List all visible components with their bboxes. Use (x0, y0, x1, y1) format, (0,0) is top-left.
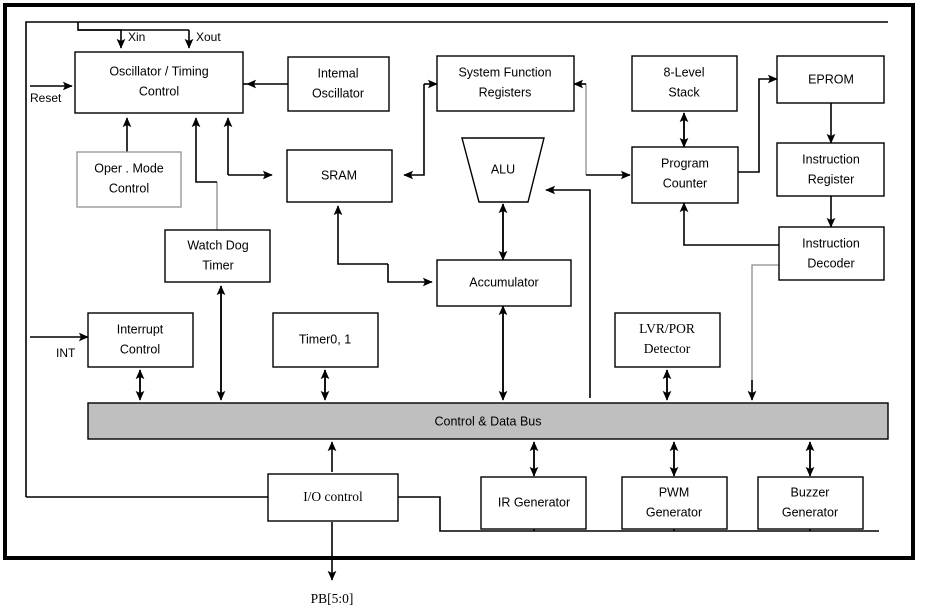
block-interrupt-control[interactable]: Interrupt Control (87, 312, 194, 368)
block-label: Registers (479, 85, 532, 99)
block-label: Control (109, 181, 149, 195)
block-label: Generator (782, 505, 838, 519)
block-lvr-por-detector[interactable]: LVR/POR Detector (614, 312, 721, 368)
block-oscillator-timing-control[interactable]: Oscillator / Timing Control (74, 51, 244, 114)
wire-id-to-bus-gray (751, 264, 779, 396)
wire-id-to-pc (679, 202, 779, 246)
block-eprom[interactable]: EPROM (776, 55, 885, 104)
block-oper-mode-control[interactable]: Oper . Mode Control (76, 151, 182, 208)
block-internal-oscillator[interactable]: Intemal Oscillator (287, 56, 390, 112)
block-program-counter[interactable]: Program Counter (631, 146, 739, 204)
block-label: Oscillator (312, 86, 364, 100)
block-label: Watch Dog (187, 238, 248, 252)
block-label: LVR/POR (639, 321, 695, 336)
block-buzzer-generator[interactable]: Buzzer Generator (757, 476, 864, 530)
block-label: Buzzer (791, 485, 830, 499)
block-label: Instruction (802, 152, 860, 166)
bus-label: Control & Data Bus (435, 414, 542, 428)
block-label: Control (139, 84, 179, 98)
block-instruction-register[interactable]: Instruction Register (776, 142, 885, 197)
block-instruction-decoder[interactable]: Instruction Decoder (778, 226, 885, 281)
block-label: Register (808, 172, 855, 186)
block-system-function-registers[interactable]: System Function Registers (436, 55, 575, 112)
block-label: I/O control (303, 489, 363, 504)
signal-label-reset: Reset (30, 91, 62, 105)
block-accumulator[interactable]: Accumulator (436, 259, 572, 307)
block-label: Accumulator (469, 275, 538, 289)
block-label: Oper . Mode (94, 161, 164, 175)
block-label: Counter (663, 176, 707, 190)
block-label: SRAM (321, 168, 357, 182)
block-label: EPROM (808, 72, 854, 86)
block-label: System Function (458, 65, 551, 79)
block-ir-generator[interactable]: IR Generator (480, 476, 587, 530)
wire-accum-elbow (387, 264, 433, 287)
wire-io-right-rail (398, 496, 879, 532)
signal-label-xin: Xin (128, 30, 145, 44)
block-io-control[interactable]: I/O control (267, 473, 399, 522)
block-sram[interactable]: SRAM (286, 149, 393, 203)
block-label: Detector (644, 341, 691, 356)
block-label: 8-Level (664, 65, 705, 79)
block-label: ALU (491, 162, 515, 176)
block-label: Generator (646, 505, 702, 519)
wire-accum-to-sram (333, 205, 388, 265)
wire-bus-to-alu (545, 185, 591, 398)
block-label: Instruction (802, 236, 860, 250)
wire-wdt-to-osc (191, 117, 217, 183)
wire-xin (77, 22, 126, 49)
block-watch-dog-timer[interactable]: Watch Dog Timer (164, 229, 271, 283)
block-8-level-stack[interactable]: 8-Level Stack (631, 55, 738, 112)
block-pwm-generator[interactable]: PWM Generator (621, 476, 728, 530)
block-label: Control (120, 342, 160, 356)
outer-frame (3, 3, 915, 560)
block-label: Program (661, 156, 709, 170)
block-label: Stack (668, 85, 700, 99)
block-label: Timer (202, 258, 233, 272)
block-label: Decoder (807, 256, 854, 270)
block-label: Timer0, 1 (299, 332, 351, 346)
signal-label-int: INT (56, 346, 76, 360)
signal-label-pb: PB[5:0] (311, 591, 354, 606)
inner-chip-boundary (25, 21, 888, 497)
wire-layer (26, 22, 879, 581)
signal-label-xout: Xout (196, 30, 221, 44)
block-label: PWM (659, 485, 690, 499)
block-label: Intemal (318, 66, 359, 80)
block-label: Oscillator / Timing (109, 64, 208, 78)
control-and-data-bus[interactable]: Control & Data Bus (87, 402, 889, 440)
block-label: Interrupt (117, 322, 164, 336)
wire-sfr-rail-to-sram (403, 84, 425, 180)
block-alu[interactable]: ALU (461, 137, 545, 203)
block-label: IR Generator (498, 495, 570, 509)
wire-pc-to-eprom (738, 74, 778, 173)
block-timer01[interactable]: Timer0, 1 (272, 312, 379, 368)
